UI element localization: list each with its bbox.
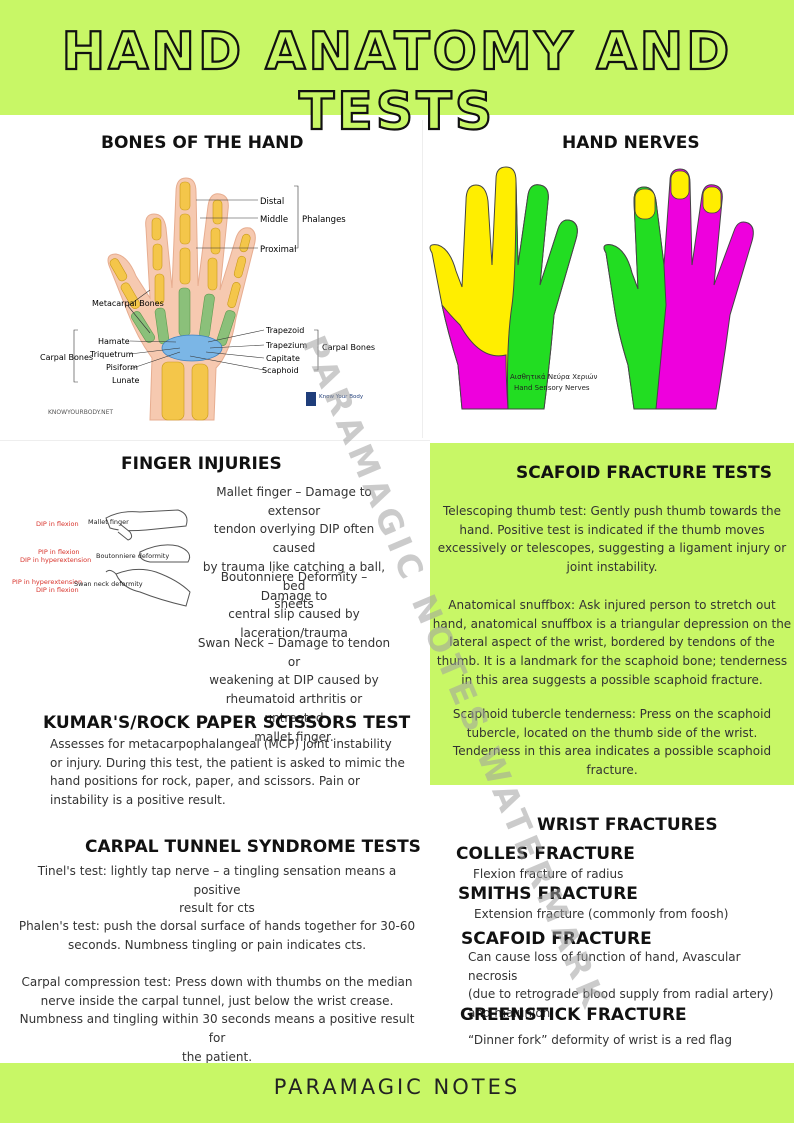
label-dip-hyperextension: DIP in hyperextension: [20, 556, 91, 564]
palm-green-region: [507, 180, 578, 410]
swan-neck-sketch: [115, 568, 191, 607]
kumar-text: Assesses for metacarpophalangeal (MCP) j…: [50, 737, 405, 808]
phalanges-bones: [109, 181, 251, 309]
label-proximal: Proximal: [260, 245, 296, 255]
hand-bones-diagram: Distal Middle Proximal Phalanges Metacar…: [40, 177, 375, 421]
nerves-caption-english: Hand Sensory Nerves: [514, 384, 590, 392]
label-swan-neck: Swan neck deformity: [74, 580, 143, 588]
label-metacarpal: Metacarpal Bones: [92, 299, 164, 308]
ulna-bone: [191, 363, 209, 421]
finger-deformity-diagram: DIP in flexion Mallet finger PIP in flex…: [12, 509, 191, 607]
metacarpal-bones: [130, 287, 236, 346]
scafoid-tests-heading: SCAFOID FRACTURE TESTS: [516, 463, 772, 483]
label-lines: [73, 185, 319, 383]
label-mallet-finger: Mallet finger: [88, 518, 129, 526]
label-boutonniere: Boutonniere deformity: [96, 552, 169, 560]
label-middle: Middle: [260, 215, 288, 225]
logo-text: Know Your Body: [319, 394, 364, 400]
label-trapezium: Trapezium: [265, 341, 307, 350]
label-pisiform: Pisiform: [106, 363, 138, 372]
page-title: HAND ANATOMY AND TESTS: [61, 21, 733, 143]
label-pip-hyperextension: PIP in hyperextension: [12, 578, 82, 586]
greenstick-heading: GREENSTICK FRACTURE: [460, 1005, 687, 1025]
smiths-heading: SMITHS FRACTURE: [458, 884, 638, 904]
dorsum-green-region: [603, 186, 667, 410]
label-scaphoid: Scaphoid: [262, 366, 299, 375]
footer-brand: PARAMAGIC NOTES: [273, 1075, 521, 1099]
colles-text: Flexion fracture of radius: [473, 867, 624, 881]
label-distal: Distal: [260, 197, 284, 207]
footer-band: [0, 1063, 794, 1123]
palm-magenta-region: [441, 304, 509, 410]
label-carpal-left: Carpal Bones: [40, 353, 93, 362]
snuffbox-test-text: Anatomical snuffbox: Ask injured person …: [432, 598, 792, 687]
kumar-heading: KUMAR'S/ROCK PAPER SCISSORS TEST: [43, 713, 411, 733]
scafoid-fracture-text: Can cause loss of function of hand, Avas…: [468, 950, 774, 1021]
radius-bone: [161, 361, 185, 421]
phalen-test-text: Phalen's test: push the dorsal surface o…: [18, 919, 416, 952]
boutonniere-sketch: [139, 544, 191, 563]
carpal-bones: [161, 334, 223, 362]
label-trapezoid: Trapezoid: [265, 326, 304, 335]
label-hamate: Hamate: [98, 337, 130, 346]
carpal-compression-text: Carpal compression test: Press down with…: [19, 975, 415, 1064]
dorsum-yellow-fingertips: [634, 170, 722, 220]
greenstick-text: “Dinner fork” deformity of wrist is a re…: [468, 1033, 732, 1047]
divider-mid: [0, 440, 430, 441]
scafoid-fracture-heading: SCAFOID FRACTURE: [461, 929, 652, 949]
label-phalanges: Phalanges: [302, 215, 346, 225]
smiths-text: Extension fracture (commonly from foosh): [474, 907, 729, 921]
nerves-heading: HAND NERVES: [562, 133, 700, 153]
nerves-caption-greek: Αισθητικά Νεύρα Χεριών: [510, 373, 597, 381]
label-capitate: Capitate: [266, 354, 300, 363]
bones-source: KNOWYOURBODY.NET: [48, 409, 113, 416]
tinel-test-text: Tinel's test: lightly tap nerve – a ting…: [37, 864, 397, 916]
tubercle-test-text: Scaphoid tubercle tenderness: Press on t…: [452, 707, 772, 778]
know-your-body-logo: [306, 392, 316, 406]
finger-injuries-heading: FINGER INJURIES: [121, 454, 282, 474]
divider-top: [422, 120, 423, 438]
carpal-tunnel-heading: CARPAL TUNNEL SYNDROME TESTS: [85, 837, 421, 857]
scafoid-tests-panel: [430, 443, 794, 785]
label-pip-flexion: PIP in flexion: [38, 548, 80, 556]
wrist-fractures-heading: WRIST FRACTURES: [537, 815, 718, 835]
colles-heading: COLLES FRACTURE: [456, 844, 635, 864]
bones-heading: BONES OF THE HAND: [101, 133, 304, 153]
label-carpal-right: Carpal Bones: [322, 343, 375, 352]
label-dip-flexion: DIP in flexion: [36, 520, 79, 528]
label-lunate: Lunate: [112, 376, 139, 385]
telescoping-test-text: Telescoping thumb test: Gently push thum…: [437, 504, 787, 575]
label-triquetrum: Triquetrum: [89, 350, 134, 359]
hand-nerves-diagram: Αισθητικά Νεύρα Χεριών Hand Sensory Nerv…: [429, 166, 754, 410]
label-dip-flexion-2: DIP in flexion: [36, 586, 79, 594]
title-band: [0, 0, 794, 115]
